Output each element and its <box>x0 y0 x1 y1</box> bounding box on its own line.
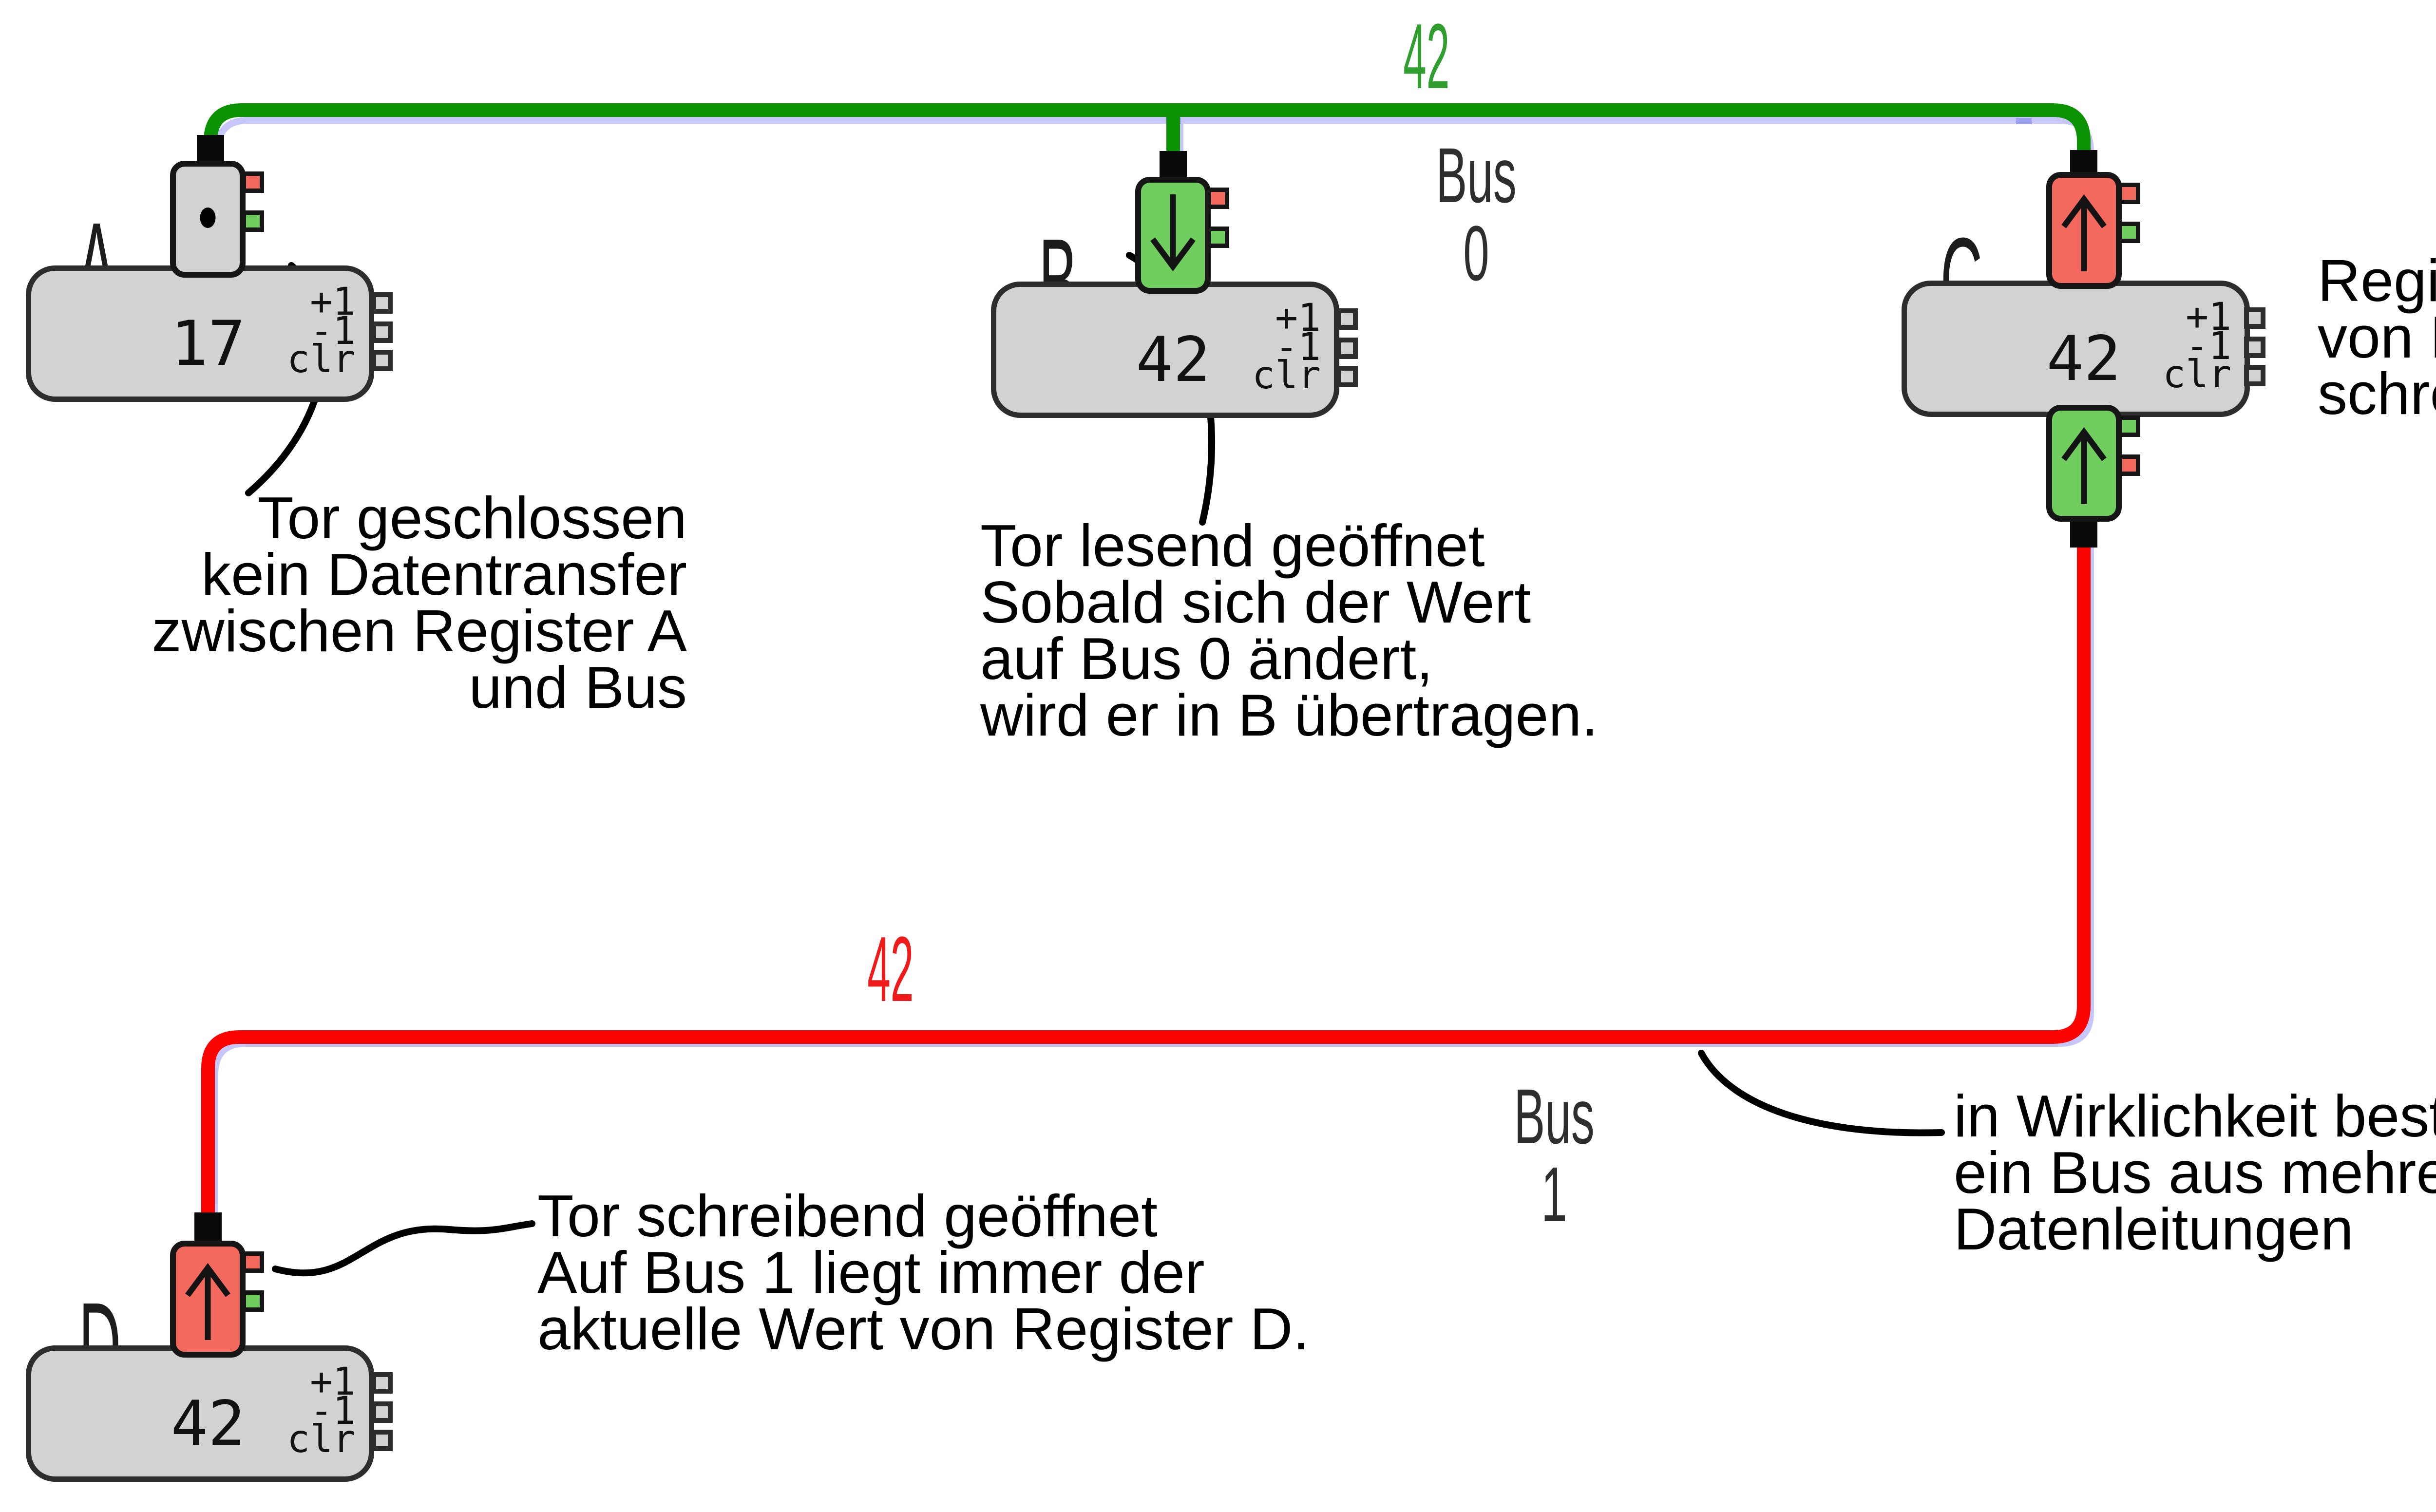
register-a-inc-button[interactable]: +1 <box>310 280 356 324</box>
register-c-bottom-gate[interactable] <box>2046 405 2122 522</box>
register-a-pin-inc <box>371 292 393 314</box>
annotation-line: Tor geschlossen <box>257 485 687 551</box>
register-b-dec-button[interactable]: -1 <box>1275 325 1321 369</box>
annotation-gate-a: Tor geschlossen kein Datentransfer zwisc… <box>58 485 687 720</box>
register-c-bottom-gate-pin-read[interactable] <box>2118 416 2140 437</box>
annotation-line: in Wirklichkeit besteht <box>1954 1083 2436 1149</box>
register-b-gate[interactable] <box>1135 177 1211 294</box>
register-c-pin-dec <box>2244 337 2265 358</box>
register-b-value: 42 <box>1136 323 1211 396</box>
bus1-value: 42 <box>867 918 914 1021</box>
register-c-top-gate-pin-read[interactable] <box>2118 222 2140 243</box>
annotation-line: zwischen Register A <box>152 598 687 664</box>
register-a-dec-button[interactable]: -1 <box>310 309 356 353</box>
annotation-line: Tor schreibend geöffnet <box>537 1183 1158 1249</box>
register-d-bus-connector <box>194 1212 222 1241</box>
register-a-bus-connector <box>197 135 224 163</box>
register-d-clr-button[interactable]: clr <box>287 1418 356 1461</box>
annotation-line: Datenleitungen <box>1954 1196 2354 1262</box>
register-d-value: 42 <box>171 1387 246 1459</box>
annotation-gate-d: Tor schreibend geöffnet Auf Bus 1 liegt … <box>537 1183 1310 1362</box>
register-c-top-gate[interactable] <box>2046 172 2122 289</box>
register-a-clr-button[interactable]: clr <box>287 338 356 381</box>
annotation-line: Register C liest <box>2318 247 2436 314</box>
bus0-shadow-junction-c <box>2016 118 2032 124</box>
register-b-gate-pin-write[interactable] <box>1207 188 1229 209</box>
register-a-gate[interactable] <box>170 161 246 278</box>
gate-read-arrow-up-icon <box>2061 427 2107 504</box>
annotation-line: kein Datentransfer <box>201 541 687 607</box>
register-d-inc-button[interactable]: +1 <box>310 1360 356 1404</box>
register-d-pin-clr <box>371 1430 393 1451</box>
gate-write-arrow-up-icon <box>2061 194 2107 271</box>
annotation-line: Auf Bus 1 liegt immer der <box>537 1239 1205 1305</box>
register-b-pin-inc <box>1336 308 1358 330</box>
register-d-gate[interactable] <box>170 1241 246 1358</box>
register-c-top-gate-pin-write[interactable] <box>2118 183 2140 204</box>
register-d-pin-dec <box>371 1401 393 1423</box>
annotation-line: ein Bus aus mehreren <box>1954 1139 2436 1206</box>
register-c-dec-button[interactable]: -1 <box>2186 324 2231 368</box>
callout-curve-gate-d <box>272 1220 535 1277</box>
annotation-line: Sobald sich der Wert <box>980 569 1531 635</box>
annotation-gate-b: Tor lesend geöffnet Sobald sich der Wert… <box>980 512 1599 748</box>
bus0-line <box>204 103 2091 156</box>
register-c-value: 42 <box>2046 322 2121 395</box>
register-b-bus-connector <box>1160 151 1187 179</box>
register-d-dec-button[interactable]: -1 <box>310 1389 356 1433</box>
register-a-value: 17 <box>171 307 246 379</box>
register-a-gate-pin-write[interactable] <box>242 171 264 193</box>
annotation-line: von Bus 1 und <box>2318 304 2436 370</box>
annotation-line: und Bus <box>469 654 687 720</box>
register-d-pin-inc <box>371 1372 393 1394</box>
register-d-gate-pin-read[interactable] <box>242 1290 264 1312</box>
register-b-pin-dec <box>1336 338 1358 359</box>
annotation-line: auf Bus 0 ändert, <box>980 625 1433 692</box>
register-d-gate-pin-write[interactable] <box>242 1251 264 1273</box>
bus0-shadow-line <box>214 117 2094 167</box>
bus0-value: 42 <box>1403 5 1450 108</box>
register-a-gate-pin-read[interactable] <box>242 210 264 232</box>
register-c-clr-button[interactable]: clr <box>2163 353 2231 397</box>
register-b-gate-pin-read[interactable] <box>1207 227 1229 248</box>
annotation-line: wird er in B übertragen. <box>980 682 1599 748</box>
register-c-inc-button[interactable]: +1 <box>2186 295 2231 339</box>
bus0-label: Bus 0 <box>1436 132 1517 297</box>
register-c-body <box>1902 281 2250 417</box>
annotation-line: schreibt auf Bus 0. <box>2318 360 2436 427</box>
register-c-pin-inc <box>2244 307 2265 329</box>
register-a-pin-dec <box>371 321 393 343</box>
gate-read-arrow-down-icon <box>1150 194 1196 272</box>
gate-write-arrow-up-icon <box>185 1263 230 1340</box>
annotation-register-c: Register C liest von Bus 1 und schreibt … <box>2318 247 2436 427</box>
register-b-pin-clr <box>1336 366 1358 387</box>
callout-curve-bus1 <box>1698 1050 1945 1136</box>
register-a-pin-clr <box>371 350 393 371</box>
bus1-label: Bus 1 <box>1514 1073 1595 1238</box>
register-c-pin-clr <box>2244 365 2265 386</box>
register-c-bottom-gate-pin-write[interactable] <box>2118 454 2140 476</box>
annotation-bus-detail: in Wirklichkeit besteht ein Bus aus mehr… <box>1954 1083 2436 1262</box>
register-d-body <box>26 1345 374 1482</box>
gate-closed-dot-icon <box>200 208 216 228</box>
bus1-line <box>201 546 2091 1218</box>
register-b-inc-button[interactable]: +1 <box>1275 296 1321 340</box>
register-b-body <box>991 282 1339 418</box>
annotation-line: aktuelle Wert von Register D. <box>537 1296 1310 1362</box>
annotation-line: Tor lesend geöffnet <box>980 512 1485 579</box>
register-b-clr-button[interactable]: clr <box>1252 354 1321 397</box>
register-c-bottom-bus-connector <box>2070 519 2097 548</box>
